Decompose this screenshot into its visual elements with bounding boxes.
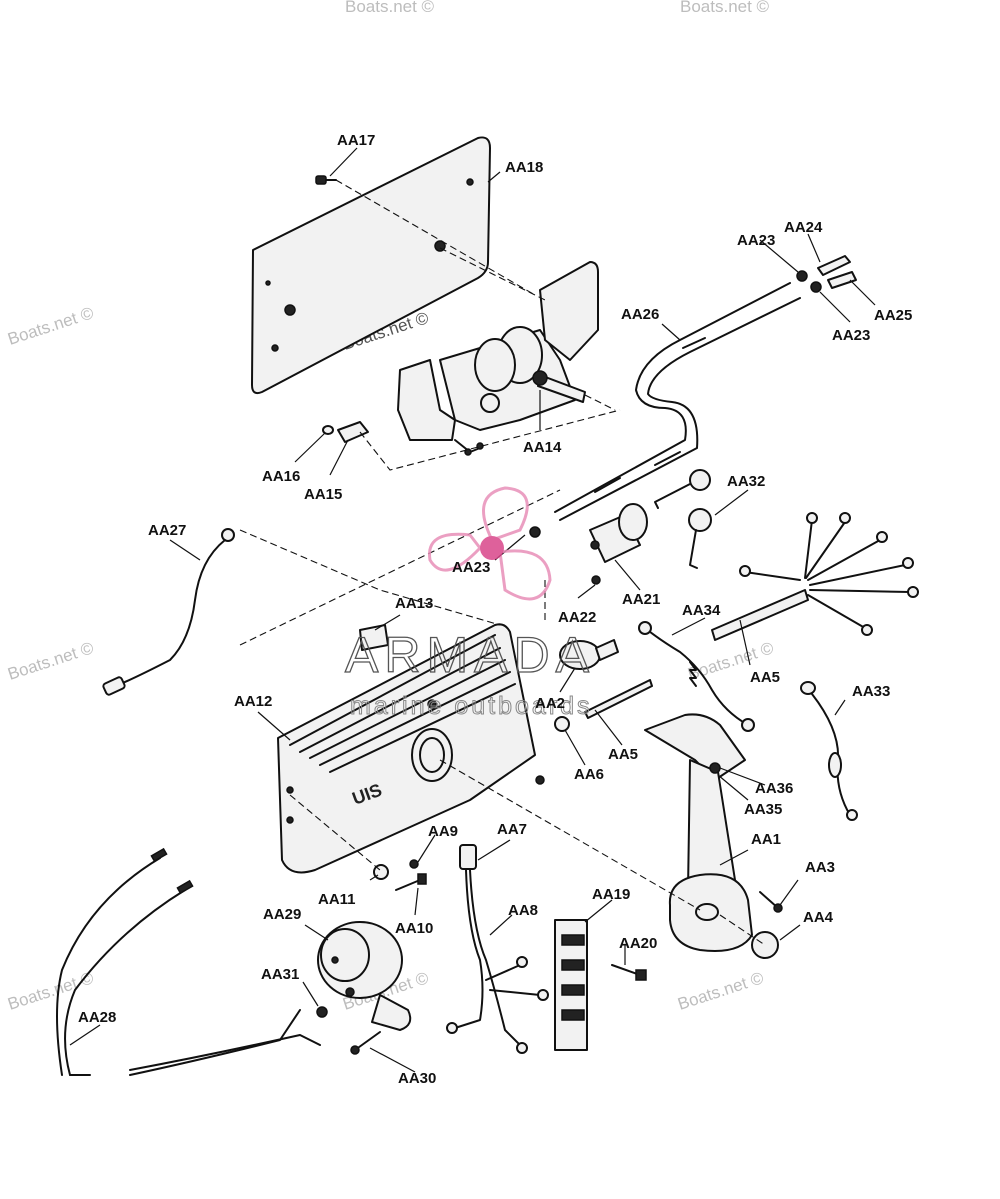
cable-ends	[529, 255, 857, 538]
label-aa13: AA13	[395, 595, 433, 612]
lanyard-wire	[800, 681, 858, 821]
ground-wire	[102, 528, 235, 696]
lead-wires	[56, 847, 321, 1076]
label-aa1: AA1	[751, 831, 781, 848]
label-aa33: AA33	[852, 683, 890, 700]
watermark-text: Boats.net ©	[5, 303, 96, 349]
label-aa23: AA23	[832, 327, 870, 344]
site-watermarks: Boats.net © Boats.net © Boats.net © Boat…	[5, 0, 776, 1014]
ignition-switch	[589, 503, 648, 585]
label-aa11: AA11	[318, 891, 356, 908]
watermark-text: Boats.net ©	[675, 968, 766, 1014]
label-aa29: AA29	[263, 906, 301, 923]
label-aa31: AA31	[261, 966, 299, 983]
label-aa27: AA27	[148, 522, 186, 539]
label-aa19: AA19	[592, 886, 630, 903]
leader-lines	[69, 147, 876, 1073]
armada-watermark: ARMADA marine outboards	[344, 486, 595, 721]
fasteners	[373, 859, 427, 891]
wire-harness	[711, 512, 919, 641]
spring-chain	[638, 621, 755, 732]
terminal-block	[554, 919, 647, 1051]
label-aa7: AA7	[497, 821, 527, 838]
label-aa10: AA10	[395, 920, 433, 937]
label-aa8: AA8	[508, 902, 538, 919]
label-aa2: AA2	[535, 695, 565, 712]
label-aa16: AA16	[262, 468, 300, 485]
brand-sub-watermark: marine outboards	[350, 692, 593, 720]
label-aa32: AA32	[727, 473, 765, 490]
propeller-icon	[428, 486, 552, 601]
watermark-text: Boats.net ©	[5, 968, 96, 1014]
label-aa20: AA20	[619, 935, 657, 952]
label-aa18: AA18	[505, 159, 543, 176]
main-harness	[446, 844, 549, 1054]
small-parts	[322, 421, 369, 443]
part-labels: AA17 AA18 AA24 AA23 AA26 AA25 AA23 AA14 …	[78, 132, 912, 1087]
control-handle	[644, 713, 753, 952]
label-aa34: AA34	[682, 602, 721, 619]
label-aa6: AA6	[574, 766, 604, 783]
cap-icon	[751, 931, 779, 959]
watermark-text: Boats.net ©	[680, 0, 770, 16]
label-aa14: AA14	[523, 439, 562, 456]
label-aa36: AA36	[755, 780, 793, 797]
label-aa23: AA23	[737, 232, 775, 249]
label-aa12: AA12	[234, 693, 272, 710]
housing-cover: UIS	[277, 623, 545, 874]
mounting-plate	[251, 136, 491, 395]
label-aa35: AA35	[744, 801, 782, 818]
watermark-text: Boats.net ©	[345, 0, 435, 16]
label-aa4: AA4	[803, 909, 834, 926]
label-aa3: AA3	[805, 859, 835, 876]
cables	[554, 282, 801, 521]
label-aa5: AA5	[750, 669, 780, 686]
label-aa9: AA9	[428, 823, 458, 840]
small-fasteners	[316, 1006, 381, 1055]
control-mechanism	[397, 261, 599, 456]
key-icon	[654, 469, 712, 569]
watermark-text: Boats.net ©	[5, 638, 96, 684]
gauge-icon	[317, 921, 412, 1031]
neutral-switch	[554, 639, 653, 732]
label-aa26: AA26	[621, 306, 659, 323]
label-aa5: AA5	[608, 746, 638, 763]
label-aa25: AA25	[874, 307, 912, 324]
bolt-icon	[759, 891, 783, 913]
label-aa22: AA22	[558, 609, 596, 626]
clip-icon	[359, 624, 389, 651]
label-aa30: AA30	[398, 1070, 436, 1087]
label-aa21: AA21	[622, 591, 660, 608]
label-aa24: AA24	[784, 219, 823, 236]
label-aa28: AA28	[78, 1009, 116, 1026]
screw-icon	[315, 175, 337, 185]
label-aa15: AA15	[304, 486, 342, 503]
label-aa17: AA17	[337, 132, 375, 149]
assembly-lines	[239, 179, 766, 946]
brand-watermark: ARMADA	[345, 627, 595, 683]
label-aa23: AA23	[452, 559, 490, 576]
